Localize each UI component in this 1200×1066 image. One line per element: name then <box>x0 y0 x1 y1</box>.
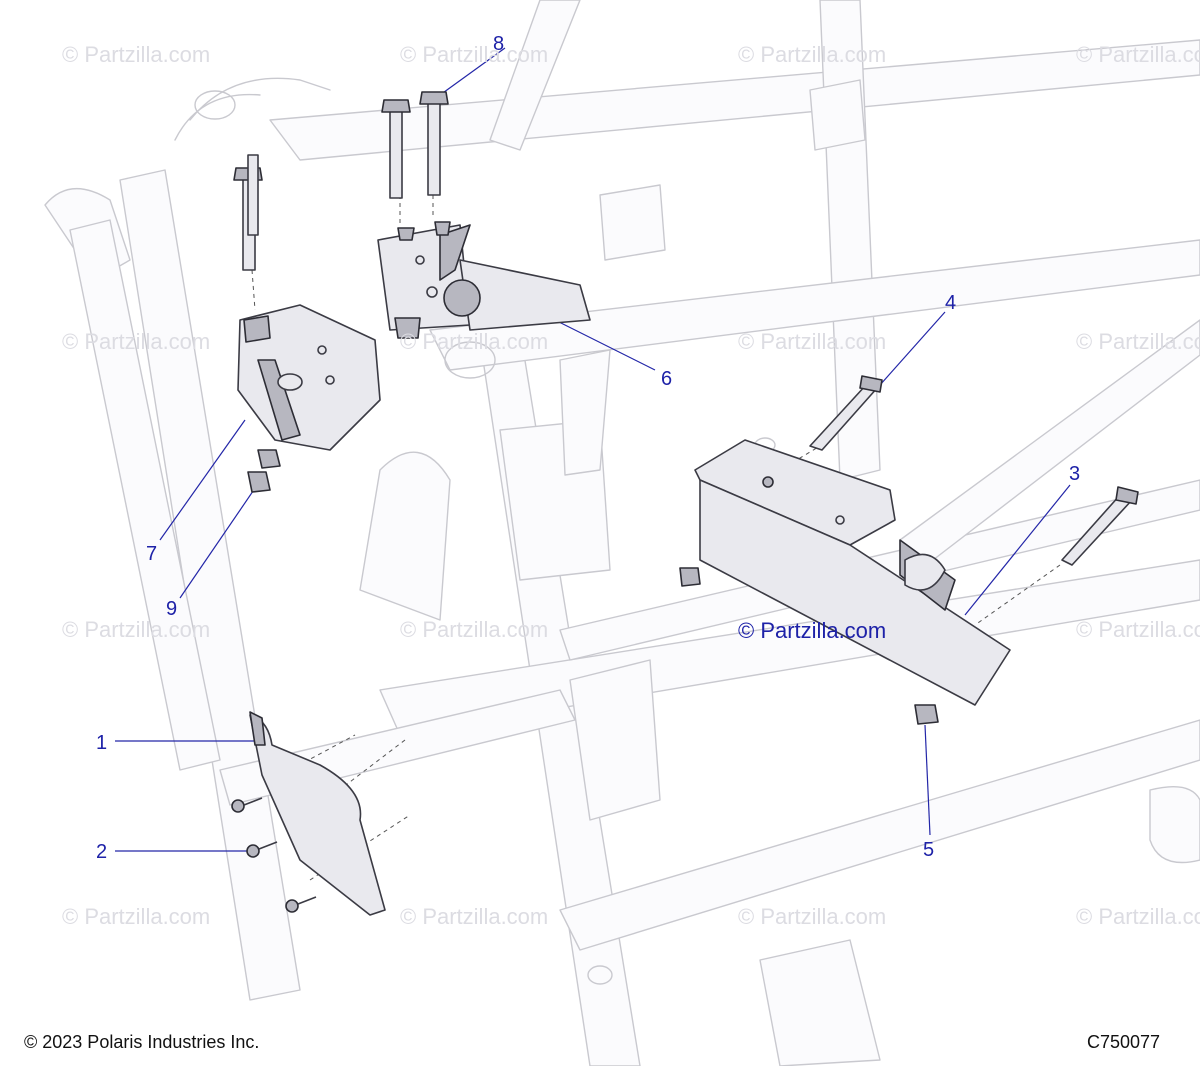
callout-8[interactable]: 8 <box>493 33 505 55</box>
part-9-nuts[interactable] <box>247 449 281 493</box>
leader-lines <box>115 47 1071 852</box>
callout-1[interactable]: 1 <box>96 732 108 754</box>
part-4-bolt[interactable] <box>809 375 883 451</box>
part-5-nuts[interactable] <box>679 567 939 725</box>
part-8-bolts[interactable] <box>233 91 449 271</box>
part-7-bracket[interactable] <box>237 304 381 451</box>
watermark: © Partzilla.com <box>1076 42 1200 67</box>
callout-6[interactable]: 6 <box>661 368 673 390</box>
watermark: © Partzilla.com <box>400 42 549 67</box>
callout-9[interactable]: 9 <box>166 598 178 620</box>
callout-3[interactable]: 3 <box>1069 463 1081 485</box>
watermark: © Partzilla.com <box>738 904 887 929</box>
watermark: © Partzilla.com <box>738 329 887 354</box>
callout-5[interactable]: 5 <box>923 839 935 861</box>
part-3-bolt[interactable] <box>1061 486 1139 566</box>
watermark: © Partzilla.com <box>62 904 211 929</box>
watermark: © Partzilla.com <box>1076 329 1200 354</box>
vehicle-frame <box>44 0 1200 1066</box>
watermark: © Partzilla.com <box>738 42 887 67</box>
callout-4[interactable]: 4 <box>945 292 957 314</box>
watermark: © Partzilla.com <box>400 329 549 354</box>
watermark: © Partzilla.com <box>62 617 211 642</box>
watermark: © Partzilla.com <box>400 904 549 929</box>
watermark: © Partzilla.com <box>1076 617 1200 642</box>
callout-7[interactable]: 7 <box>146 543 158 565</box>
watermark: © Partzilla.com <box>62 329 211 354</box>
copyright-text: © 2023 Polaris Industries Inc. <box>24 1032 260 1052</box>
part-2-screws[interactable] <box>231 797 317 913</box>
diagram-code: C750077 <box>1087 1032 1161 1052</box>
watermark: © Partzilla.com <box>400 617 549 642</box>
part-1-panel[interactable] <box>249 711 386 916</box>
watermark: © Partzilla.com <box>62 42 211 67</box>
watermark-center: © Partzilla.com <box>738 618 887 643</box>
part-6-bracket[interactable] <box>377 221 591 339</box>
callout-2[interactable]: 2 <box>96 841 108 863</box>
part-3-mount[interactable] <box>694 439 1011 706</box>
watermark: © Partzilla.com <box>1076 904 1200 929</box>
